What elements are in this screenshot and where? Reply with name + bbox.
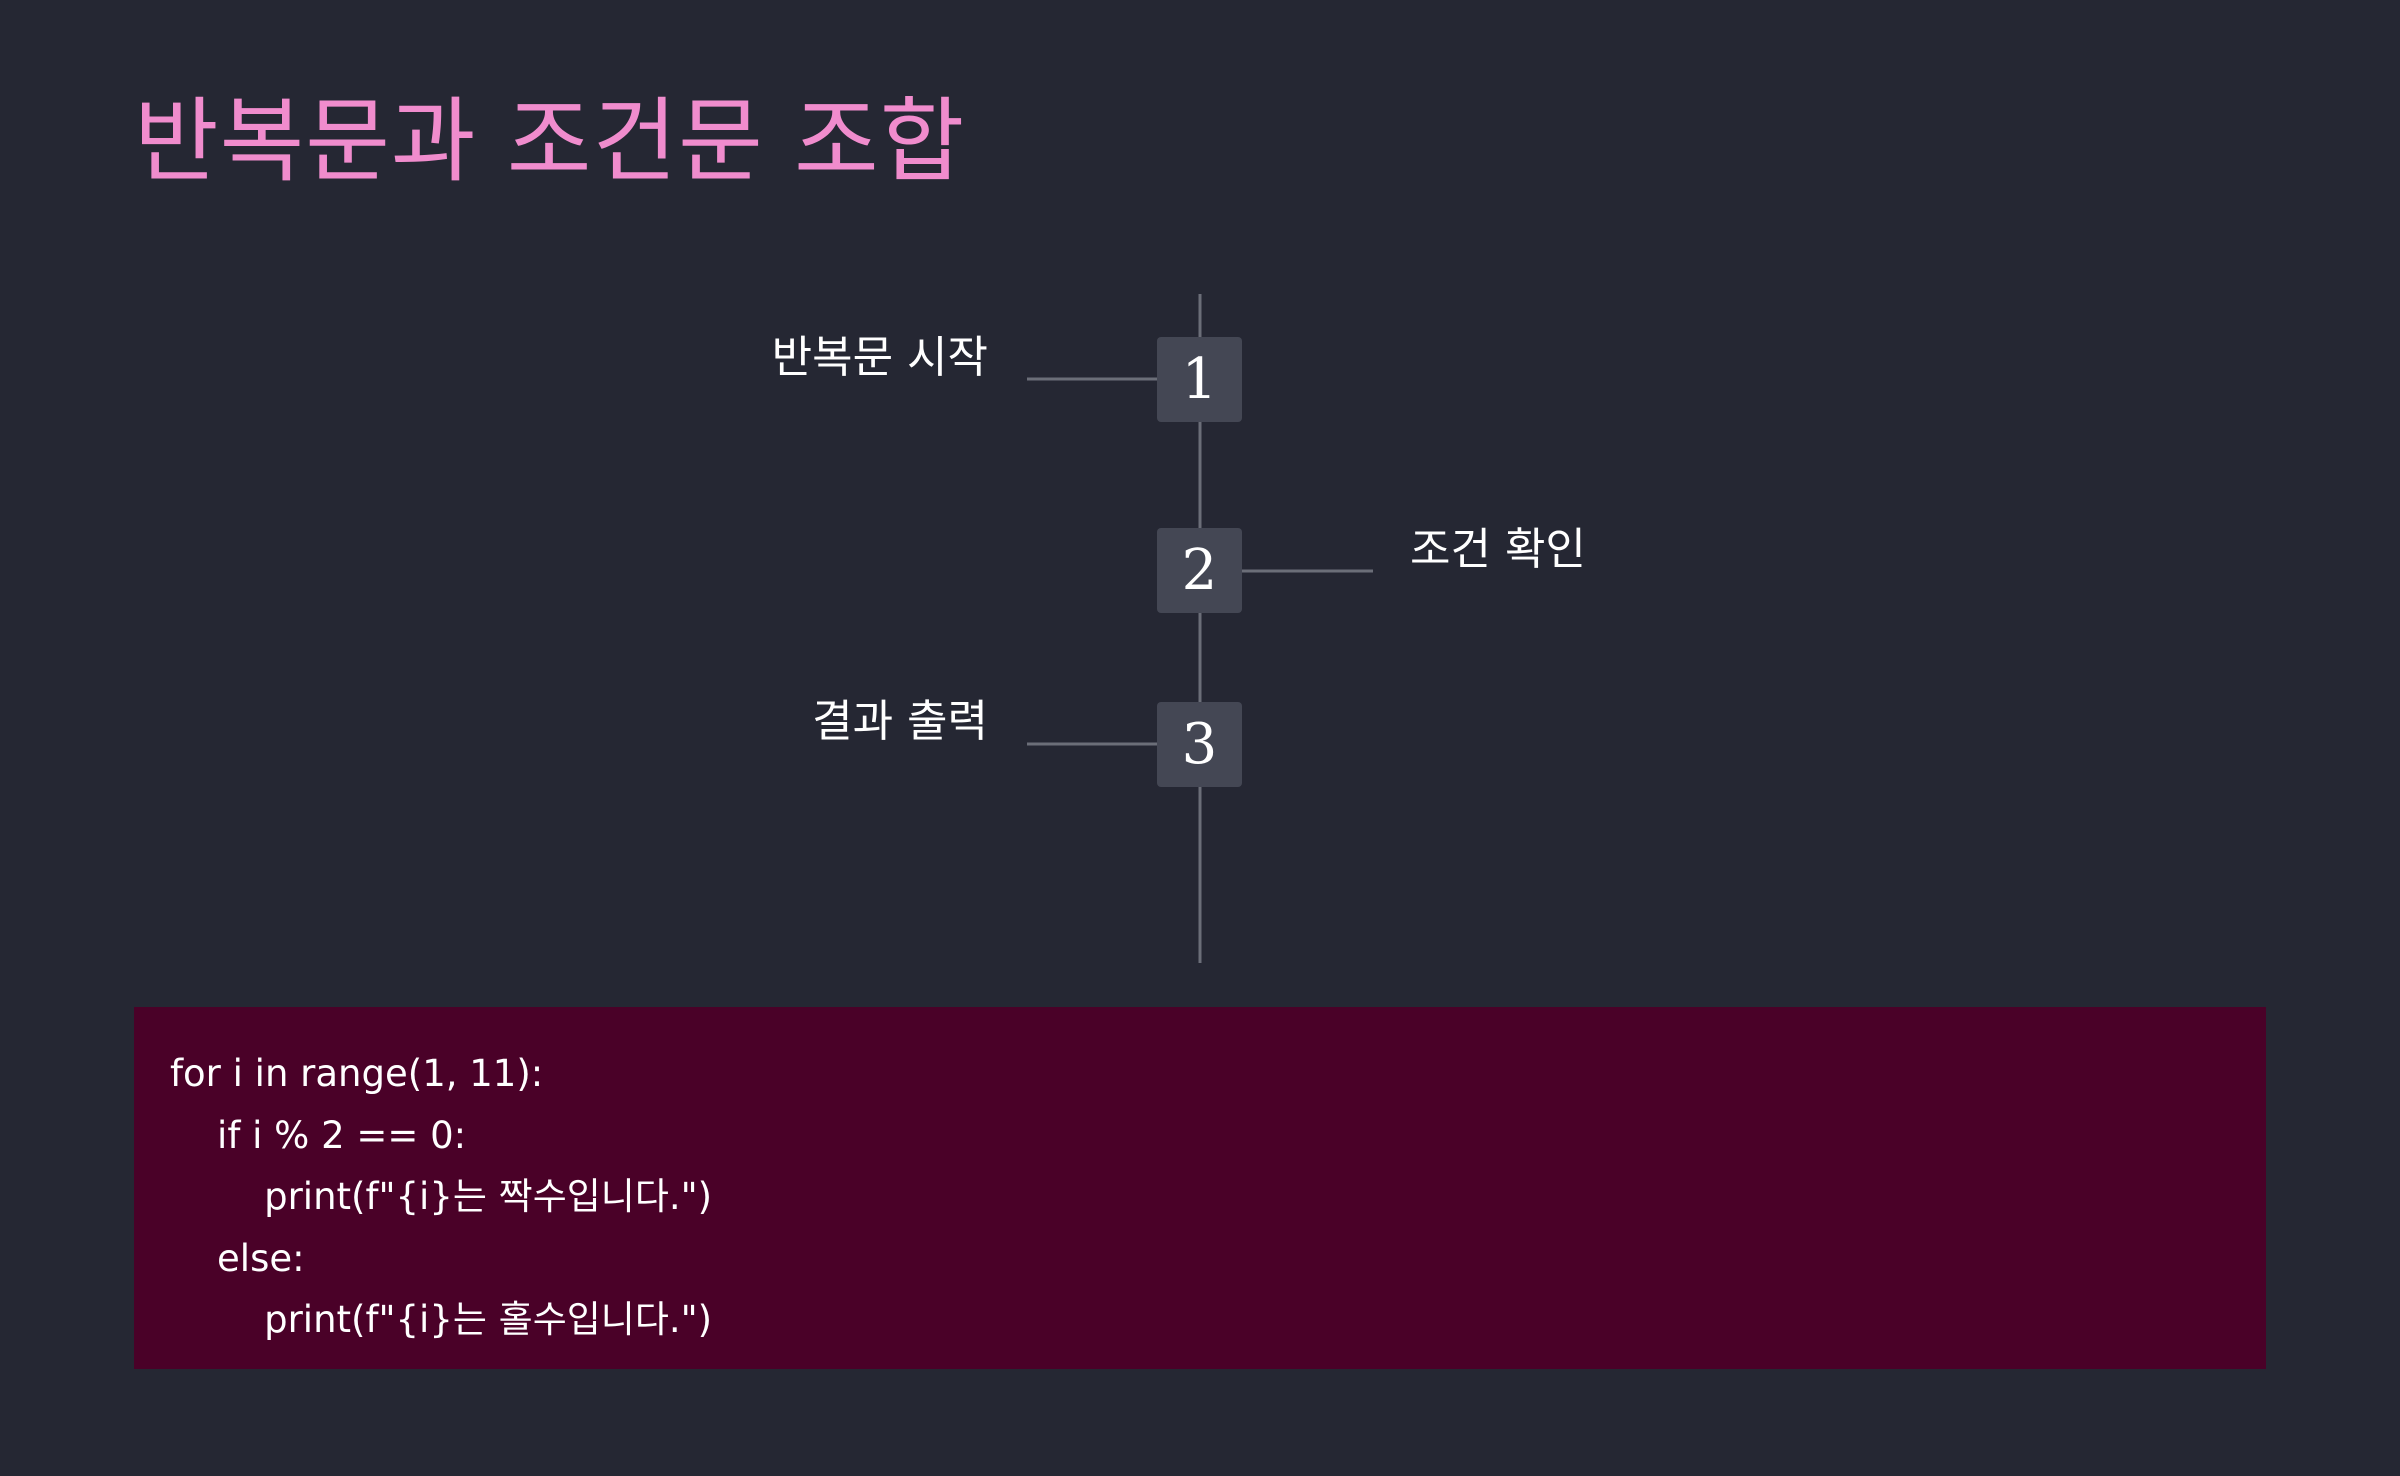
step-3-box: 3 xyxy=(1157,702,1242,787)
step-3-number: 3 xyxy=(1181,711,1218,777)
code-line-4: else: xyxy=(170,1236,305,1280)
code-line-1: for i in range(1, 11): xyxy=(170,1052,544,1095)
step-1-label: 반복문 시작 xyxy=(771,332,988,383)
step-1-number: 1 xyxy=(1181,346,1218,412)
code-line-3: print(f"{i}는 짝수입니다.") xyxy=(170,1175,713,1218)
page-title: 반복문과 조건문 조합 xyxy=(134,88,966,195)
step-3-label: 결과 출력 xyxy=(812,696,988,747)
code-block: for i in range(1, 11): if i % 2 == 0: pr… xyxy=(134,1007,2266,1369)
code-line-2: if i % 2 == 0: xyxy=(170,1113,467,1157)
diagram-connectors xyxy=(1027,294,1373,963)
step-1-box: 1 xyxy=(1157,337,1242,422)
code-line-5: print(f"{i}는 홀수입니다.") xyxy=(170,1298,713,1341)
process-diagram: 1 2 3 반복문 시작 조건 확인 결과 출력 xyxy=(771,294,1586,963)
step-2-box: 2 xyxy=(1157,528,1242,613)
step-2-label: 조건 확인 xyxy=(1410,524,1586,575)
step-2-number: 2 xyxy=(1181,537,1218,603)
